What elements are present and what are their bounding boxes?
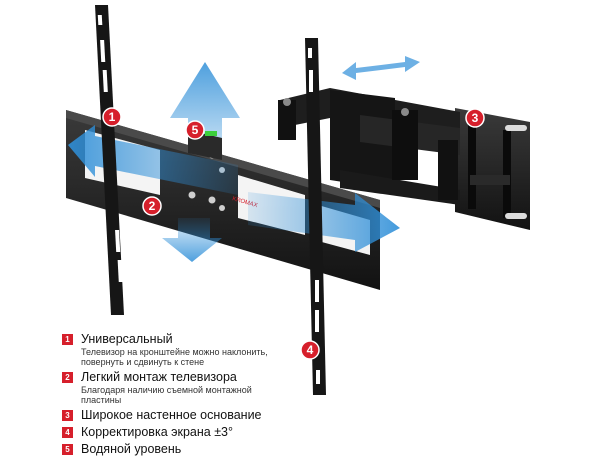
callout-5: 5 xyxy=(185,120,205,140)
legend-description: Телевизор на кронштейне можно наклонить,… xyxy=(81,347,268,367)
tilt-up-arrow xyxy=(170,62,240,175)
tilt-down-arrow xyxy=(162,218,222,262)
callout-1: 1 xyxy=(102,107,122,127)
legend-number-badge: 1 xyxy=(62,334,73,345)
svg-text:2: 2 xyxy=(149,199,156,213)
svg-text:1: 1 xyxy=(109,110,116,124)
feature-legend: 1 Универсальный Телевизор на кронштейне … xyxy=(62,333,292,460)
vertical-rail-left xyxy=(95,5,124,315)
legend-title: Корректировка экрана ±3° xyxy=(81,425,234,439)
bubble-level-icon xyxy=(205,131,217,136)
articulating-arms xyxy=(278,88,460,205)
legend-number-badge: 4 xyxy=(62,427,73,438)
tv-wall-mount-drawing: KROMAX xyxy=(66,5,530,395)
legend-item-universal: 1 Универсальный Телевизор на кронштейне … xyxy=(62,333,292,367)
legend-number-badge: 2 xyxy=(62,372,73,383)
vertical-rail-right xyxy=(305,38,326,395)
legend-item-screen-adjust: 4 Корректировка экрана ±3° xyxy=(62,426,292,439)
svg-text:5: 5 xyxy=(192,123,199,137)
svg-text:3: 3 xyxy=(472,111,479,125)
legend-number-badge: 3 xyxy=(62,410,73,421)
legend-description: Благодаря наличию съемной монтажной плас… xyxy=(81,385,252,405)
callout-4: 4 xyxy=(300,340,320,360)
swivel-arrow xyxy=(342,56,420,80)
shift-right-arrow xyxy=(248,192,400,252)
legend-item-easy-mount: 2 Легкий монтаж телевизора Благодаря нал… xyxy=(62,371,292,405)
callout-2: 2 xyxy=(142,196,162,216)
legend-item-wall-base: 3 Широкое настенное основание xyxy=(62,409,292,422)
legend-title: Универсальный xyxy=(81,332,173,346)
legend-title: Легкий монтаж телевизора xyxy=(81,370,237,384)
svg-text:4: 4 xyxy=(307,343,314,357)
legend-title: Широкое настенное основание xyxy=(81,408,262,422)
callout-3: 3 xyxy=(465,108,485,128)
wall-base xyxy=(455,108,530,230)
product-illustration: KROMAX xyxy=(62,5,530,456)
